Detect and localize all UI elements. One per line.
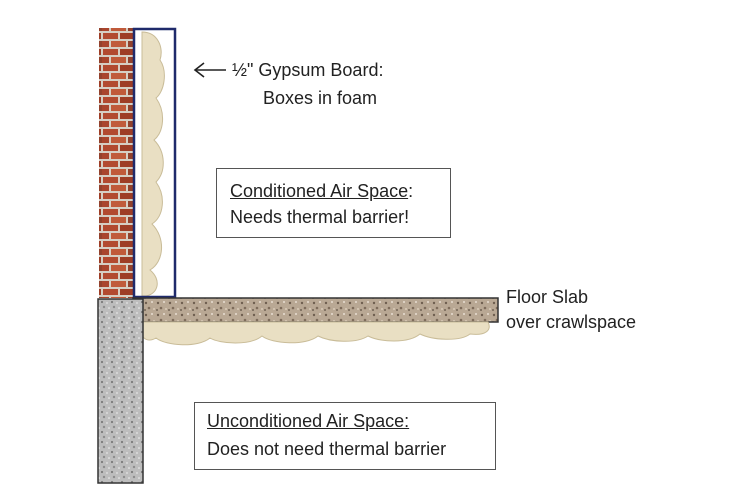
- unconditioned-title-text: Unconditioned Air Space:: [207, 411, 410, 431]
- foundation-wall: [97, 298, 144, 484]
- gypsum-board: [132, 27, 177, 299]
- floor-slab: [132, 297, 499, 323]
- conditioned-title-colon: :: [408, 181, 414, 201]
- unconditioned-title: Unconditioned Air Space:: [207, 409, 409, 433]
- conditioned-title-text: Conditioned Air Space: [230, 181, 409, 201]
- wall-foam: [141, 31, 165, 297]
- conditioned-title: Conditioned Air Space:: [230, 179, 413, 203]
- left-arrow-icon: [193, 62, 226, 78]
- conditioned-air-space-box: Conditioned Air Space: Needs thermal bar…: [216, 168, 451, 238]
- conditioned-body: Needs thermal barrier!: [230, 207, 410, 227]
- gypsum-label-line2: Boxes in foam: [263, 88, 378, 108]
- floor-slab-label-line1: Floor Slab: [506, 287, 589, 307]
- brick-wall: [99, 28, 133, 298]
- floor-slab-label-line2: over crawlspace: [506, 312, 637, 332]
- unconditioned-air-space-box: Unconditioned Air Space: Does not need t…: [194, 402, 496, 470]
- slab-foam: [139, 321, 490, 346]
- unconditioned-body: Does not need thermal barrier: [207, 439, 447, 459]
- gypsum-label-line1: ½" Gypsum Board:: [232, 60, 384, 80]
